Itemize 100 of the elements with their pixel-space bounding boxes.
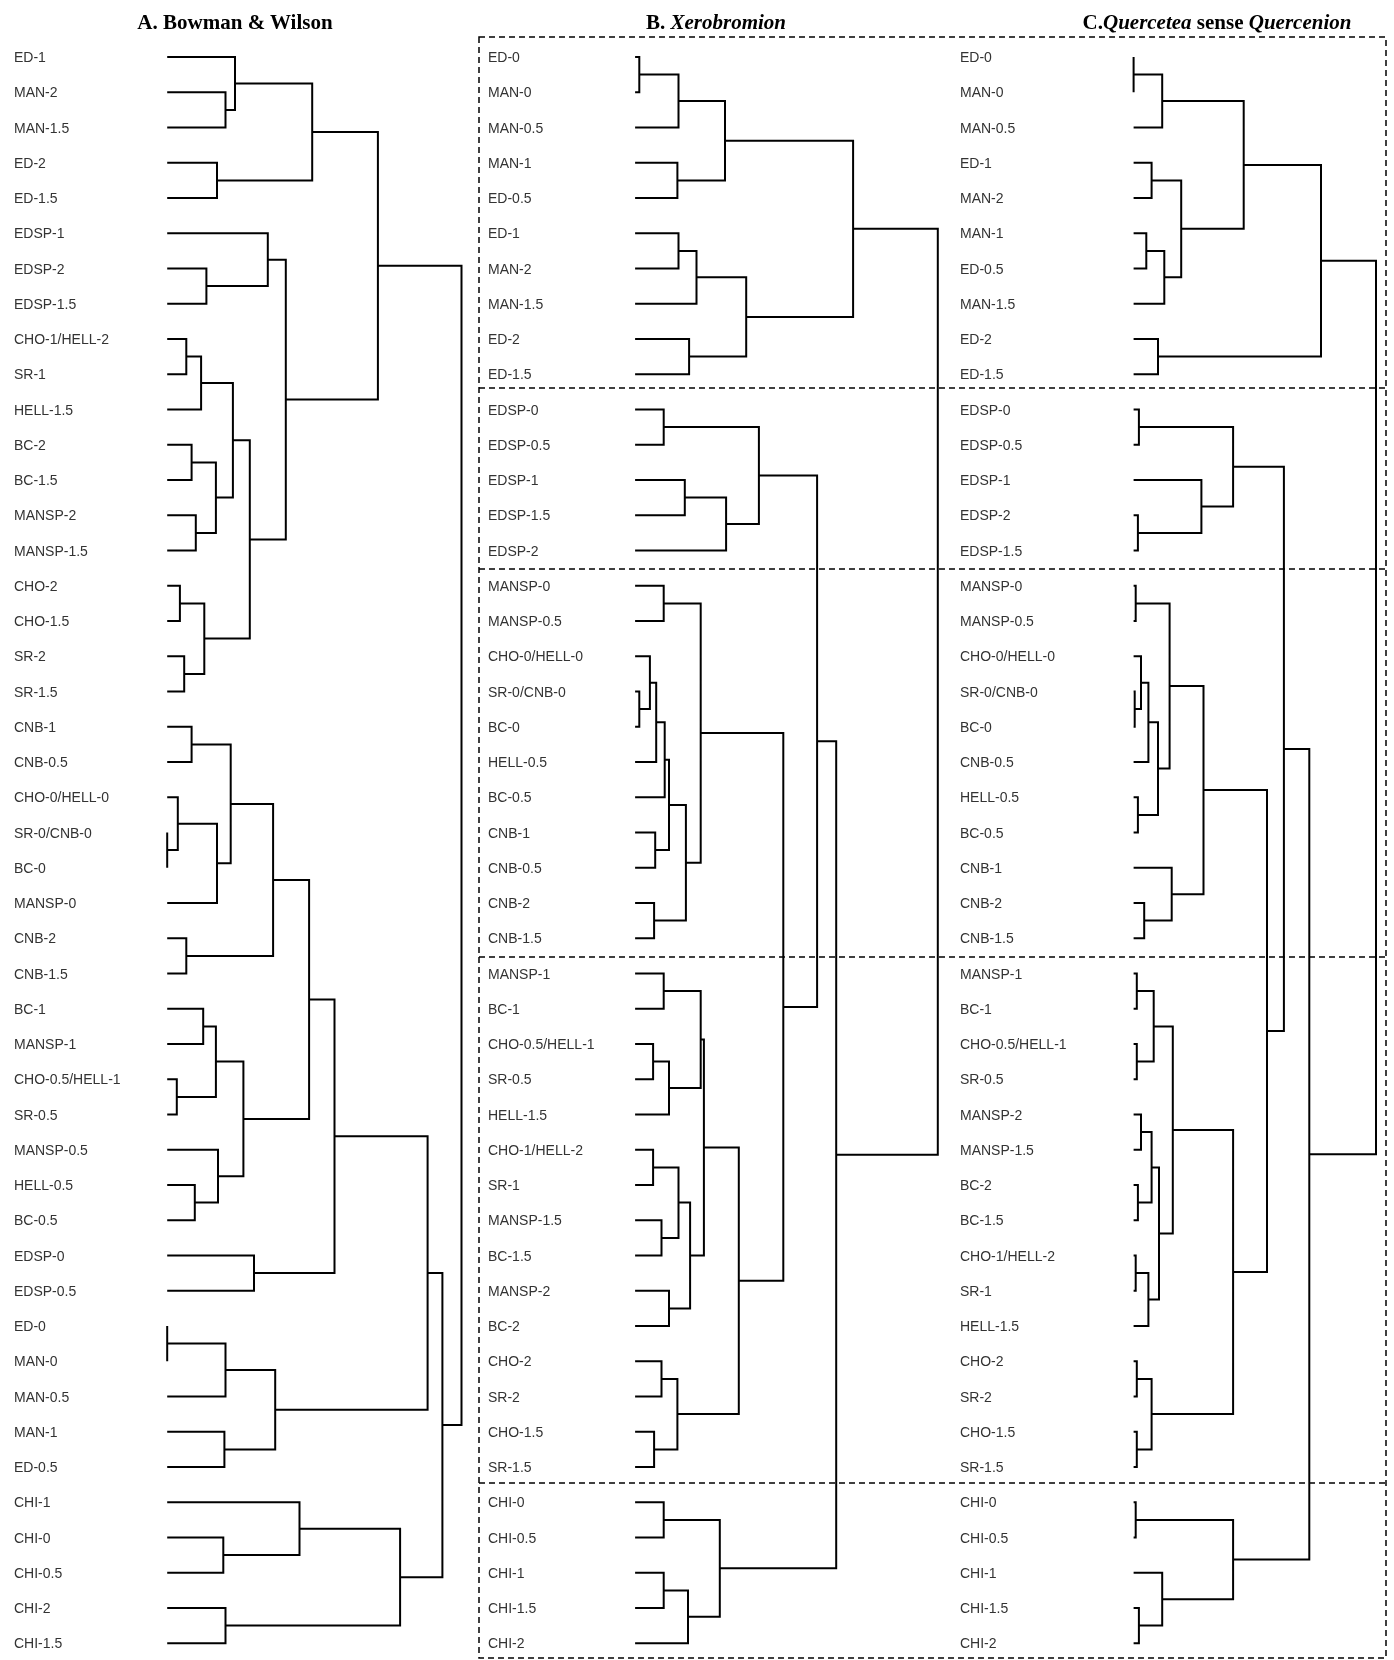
leaf-label: BC-1.5 [488,1246,532,1265]
leaf-label: CNB-0.5 [14,753,68,771]
leaf-label: CNB-2 [14,929,56,948]
leaf-label: EDSP-0.5 [960,435,1023,454]
leaf-label: SR-0/CNB-0 [960,682,1038,701]
leaf-label: CHI-1.5 [488,1599,537,1617]
leaf-label: MANSP-0 [14,894,77,912]
leaf-label: CHO-2 [488,1352,532,1371]
leaf-label: MAN-0 [488,83,532,102]
leaf-label: SR-1.5 [960,1458,1004,1476]
leaf-label: EDSP-0.5 [488,435,551,454]
leaf-label: EDSP-1 [960,471,1011,489]
leaf-label: MANSP-2 [960,1105,1023,1124]
leaf-label: BC-2 [960,1176,992,1194]
leaf-label: CHI-2 [960,1634,997,1653]
leaf-label: HELL-0.5 [14,1176,74,1194]
leaf-label: MAN-1 [14,1422,58,1441]
leaf-label: SR-0.5 [488,1070,532,1089]
leaf-label: CHI-1.5 [14,1634,63,1653]
leaf-label: MAN-1 [960,224,1004,243]
leaf-label: CNB-1 [14,717,56,736]
leaf-label: MAN-0 [960,83,1004,102]
leaf-label: SR-1.5 [14,682,58,701]
leaf-label: CHI-0.5 [960,1528,1009,1547]
leaf-label: MAN-0.5 [14,1387,70,1406]
leaf-label: MANSP-2 [14,506,77,525]
leaf-label: CHO-0/HELL-0 [960,647,1055,666]
leaf-label: MAN-1.5 [14,118,70,137]
leaf-label: BC-0.5 [488,788,532,807]
leaf-label: ED-1 [14,48,46,66]
leaf-label: SR-1.5 [488,1458,532,1476]
leaf-label: ED-0.5 [488,189,532,207]
leaf-label: EDSP-1 [488,471,539,489]
leaf-label: BC-1.5 [14,471,58,489]
leaf-label: CHI-1 [14,1493,51,1512]
leaf-label: MANSP-1.5 [14,541,88,560]
leaf-label: ED-1.5 [488,365,532,384]
leaf-label: MAN-2 [14,83,58,102]
leaf-label: CNB-1 [488,823,530,842]
leaf-label: EDSP-1.5 [488,506,551,525]
leaf-label: BC-0.5 [14,1211,58,1230]
leaf-label: MAN-1.5 [960,294,1016,313]
leaf-label: MAN-0.5 [488,118,544,137]
leaf-label: CHO-2 [960,1352,1004,1371]
leaf-label: EDSP-2 [960,506,1011,525]
leaf-label: CNB-1.5 [14,964,68,983]
leaf-label: CHO-0.5/HELL-1 [488,1035,595,1053]
leaf-label: MAN-1.5 [488,294,544,313]
leaf-label: ED-0.5 [14,1458,58,1476]
leaf-label: EDSP-2 [14,259,65,278]
leaf-label: MANSP-2 [488,1281,551,1300]
leaf-label: CHO-1/HELL-2 [488,1140,583,1159]
leaf-label: EDSP-1.5 [14,294,77,313]
leaf-label: ED-1.5 [14,189,58,207]
leaf-label: SR-1 [14,365,46,384]
leaf-label: MAN-2 [960,189,1004,207]
leaf-label: CHI-1 [488,1563,525,1582]
leaf-label: ED-0 [14,1317,46,1335]
leaf-label: SR-2 [14,647,46,666]
leaf-label: BC-0 [960,717,992,736]
leaf-label: CHI-0 [960,1493,997,1512]
leaf-label: EDSP-0.5 [14,1281,77,1300]
leaf-label: ED-0.5 [960,259,1004,278]
leaf-label: CHI-1 [960,1563,997,1582]
leaf-label: BC-1 [14,999,46,1018]
leaf-label: ED-0 [960,48,992,66]
leaf-label: SR-1 [488,1176,520,1194]
leaf-label: MANSP-0.5 [14,1140,88,1159]
leaf-label: EDSP-0 [960,400,1011,419]
leaf-label: CHO-1.5 [960,1422,1016,1441]
leaf-label: CNB-0.5 [488,858,542,877]
leaf-label: CHI-0.5 [14,1563,63,1582]
leaf-label: MANSP-0.5 [488,612,562,630]
leaf-label: BC-1 [960,999,992,1018]
leaf-label: HELL-0.5 [488,753,548,771]
leaf-label: MANSP-1 [14,1035,77,1053]
leaf-label: MANSP-1 [488,964,551,983]
leaf-label: SR-2 [488,1387,520,1406]
leaf-label: MANSP-1.5 [488,1211,562,1230]
leaf-label: CNB-2 [488,894,530,912]
leaf-label: MANSP-0 [488,576,551,595]
leaf-label: ED-2 [488,330,520,348]
leaf-label: CHI-2 [14,1599,51,1617]
leaf-label: EDSP-0 [488,400,539,419]
leaf-label: CHI-2 [488,1634,525,1653]
leaf-label: SR-0/CNB-0 [488,682,566,701]
leaf-label: MAN-0 [14,1352,58,1371]
leaf-label: SR-0.5 [14,1105,58,1124]
leaf-label: EDSP-0 [14,1246,65,1265]
leaf-label: BC-1.5 [960,1211,1004,1230]
leaf-label: ED-1 [488,224,520,243]
leaf-label: CNB-1.5 [488,929,542,948]
leaf-label: CNB-1.5 [960,929,1014,948]
leaf-label: EDSP-1.5 [960,541,1023,560]
leaf-label: CNB-0.5 [960,753,1014,771]
leaf-label: CHO-1/HELL-2 [14,330,109,348]
leaf-label: CHI-0 [488,1493,525,1512]
leaf-label: MANSP-0.5 [960,612,1034,630]
leaf-label: SR-0.5 [960,1070,1004,1089]
leaf-label: MANSP-1 [960,964,1023,983]
